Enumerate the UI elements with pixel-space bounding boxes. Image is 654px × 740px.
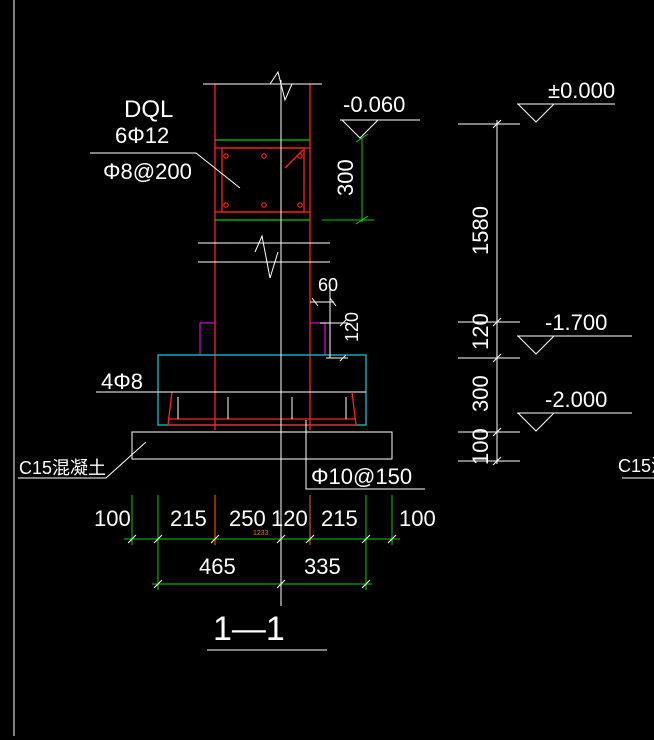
mid-break-line: [198, 234, 330, 279]
dim-beam-height: [322, 133, 374, 225]
wall-outline: [214, 84, 311, 430]
dim-row1-1: 215: [170, 506, 207, 531]
footing-bottom-bars-label: Φ10@150: [311, 464, 412, 489]
dim-row-1-ticks: [127, 534, 397, 544]
cushion-label-left: C15混凝土: [19, 458, 106, 478]
dim-row1-4: 215: [321, 506, 358, 531]
footing-hooks: [177, 397, 347, 419]
beam-name-label: DQL: [124, 96, 173, 123]
leader-lines: [18, 152, 425, 490]
cushion-label-right: C15混凝土: [618, 456, 654, 476]
dim-beam-height-label: 300: [333, 159, 358, 196]
dim-row1-3: 120: [271, 506, 308, 531]
dim-row2-1: 335: [304, 554, 341, 579]
elev-dim-300: 300: [468, 375, 493, 412]
elev-dim-vertical: [458, 119, 520, 466]
cushion-outline: [131, 431, 393, 460]
footing-bars-label: 4Φ8: [101, 369, 143, 394]
dim-row1-0: 100: [94, 506, 131, 531]
elev-symbols: [517, 103, 654, 479]
elev-ground-label: ±0.000: [548, 78, 615, 103]
rebar-dots: [223, 153, 303, 208]
dim-row1-5: 100: [399, 506, 436, 531]
elev-top-beam-symbol: [340, 119, 420, 139]
dim-row-1-lines: [124, 495, 400, 545]
ground-beam: [215, 139, 310, 221]
beam-stirrup-label: Φ8@200: [103, 159, 192, 184]
elev-top-beam-label: -0.060: [343, 92, 405, 117]
elev-dim-100: 100: [468, 428, 493, 465]
elev-dim-1580: 1580: [468, 206, 493, 255]
wall-step: [199, 322, 326, 355]
beam-top-bars-label: 6Φ12: [115, 123, 169, 148]
dim-step-120-label: 120: [342, 312, 362, 342]
dim-row-2-ticks: [153, 579, 371, 589]
footing-rebar: [167, 391, 357, 426]
elev-footing-top-label: -1.700: [545, 310, 607, 335]
elev-dim-120: 120: [468, 313, 493, 350]
dim-row1-small: 1233: [253, 530, 269, 537]
dim-row-2-lines: [152, 545, 372, 590]
dim-row2-0: 465: [199, 554, 236, 579]
elev-footing-bottom-label: -2.000: [545, 387, 607, 412]
dim-step-60-label: 60: [318, 275, 338, 295]
section-title: 1—1: [213, 610, 285, 648]
dim-step: [310, 284, 348, 362]
dim-row1-2: 250: [229, 506, 266, 531]
footing-outline: [157, 354, 367, 426]
top-break-line: [203, 70, 322, 102]
